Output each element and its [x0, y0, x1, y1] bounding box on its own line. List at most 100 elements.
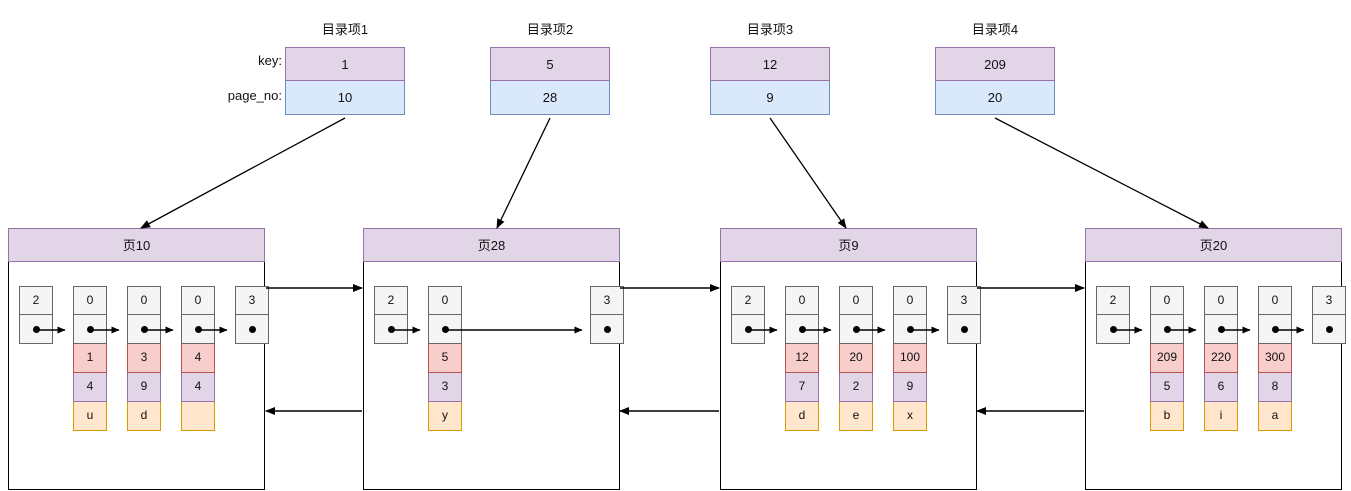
node-number: 0: [73, 286, 107, 315]
node-pointer: [893, 315, 927, 344]
record-field-a: 12: [785, 344, 819, 373]
record-field-b: 4: [73, 373, 107, 402]
pointer-dot: [248, 325, 256, 333]
pointer-dot: [852, 325, 860, 333]
record-field-b: 3: [428, 373, 462, 402]
slot-head: 2: [1096, 286, 1130, 344]
pointer-dot: [1325, 325, 1333, 333]
pointer-dot: [86, 325, 94, 333]
page-block-9-body: 2 0 12 7 d 0 20 2 e 0 100 9: [720, 262, 981, 490]
directory-entry-3[interactable]: 目录项3 12 9: [710, 22, 830, 115]
pointer-dot: [387, 325, 395, 333]
node-pointer: [73, 315, 107, 344]
page-block-28-title: 页28: [363, 228, 620, 262]
slot-tail: 3: [590, 286, 624, 344]
pointer-dot: [960, 325, 968, 333]
node-number: 0: [785, 286, 819, 315]
node-number: 2: [19, 286, 53, 315]
slot-tail: 3: [947, 286, 981, 344]
pointer-dot: [441, 325, 449, 333]
slot-head: 2: [731, 286, 765, 344]
page-block-9[interactable]: 页9 2 0 12 7 d 0 20 2 e 0: [720, 228, 981, 490]
arrow-dir3-to-page9: [769, 117, 847, 229]
slot-record-2: 0 3 9 d: [127, 286, 161, 431]
record-field-a: 1: [73, 344, 107, 373]
node-pointer: [127, 315, 161, 344]
record-field-a: 5: [428, 344, 462, 373]
arrow-dir4-to-page20: [994, 117, 1209, 229]
node-pointer: [374, 315, 408, 344]
pointer-dot: [1217, 325, 1225, 333]
page-block-28[interactable]: 页28 2 0 5 3 y 3: [363, 228, 624, 490]
record-field-c: d: [127, 402, 161, 431]
slot-record-1: 0 5 3 y: [428, 286, 462, 431]
record-field-c: [181, 402, 215, 431]
pointer-dot: [1163, 325, 1171, 333]
node-number: 2: [731, 286, 765, 315]
node-pointer: [428, 315, 462, 344]
arrow-dir2-to-page28: [496, 117, 551, 229]
node-pointer: [1150, 315, 1184, 344]
slot-record-1: 0 1 4 u: [73, 286, 107, 431]
directory-entry-4-key: 209: [935, 47, 1055, 81]
node-number: 3: [947, 286, 981, 315]
node-pointer: [839, 315, 873, 344]
slot-record-3: 0 4 4: [181, 286, 215, 431]
slot-record-3: 0 300 8 a: [1258, 286, 1292, 431]
directory-entry-4[interactable]: 目录项4 209 20: [935, 22, 1055, 115]
record-field-b: 2: [839, 373, 873, 402]
page-block-20-body: 2 0 209 5 b 0 220 6 i 0 300 8: [1085, 262, 1346, 490]
directory-entry-3-key: 12: [710, 47, 830, 81]
pointer-dot: [1109, 325, 1117, 333]
node-number: 0: [1150, 286, 1184, 315]
node-number: 2: [1096, 286, 1130, 315]
pointer-dot: [798, 325, 806, 333]
page-block-28-body: 2 0 5 3 y 3: [363, 262, 624, 490]
directory-entry-1-title: 目录项1: [321, 22, 369, 37]
node-pointer: [590, 315, 624, 344]
record-field-b: 9: [893, 373, 927, 402]
directory-entry-2[interactable]: 目录项2 5 28: [490, 22, 610, 115]
page-block-20-title: 页20: [1085, 228, 1342, 262]
arrow-dir1-to-page10: [140, 117, 346, 229]
directory-entry-3-title: 目录项3: [746, 22, 794, 37]
slot-record-3: 0 100 9 x: [893, 286, 927, 431]
node-number: 0: [127, 286, 161, 315]
page-block-10-title: 页10: [8, 228, 265, 262]
slot-record-2: 0 220 6 i: [1204, 286, 1238, 431]
pointer-dot: [603, 325, 611, 333]
record-field-b: 8: [1258, 373, 1292, 402]
page-block-20[interactable]: 页20 2 0 209 5 b 0 220 6 i 0: [1085, 228, 1346, 490]
directory-entry-1-key: 1: [285, 47, 405, 81]
slot-record-1: 0 209 5 b: [1150, 286, 1184, 431]
node-number: 0: [839, 286, 873, 315]
key-row-label: key:: [258, 53, 282, 68]
node-pointer: [19, 315, 53, 344]
record-field-a: 3: [127, 344, 161, 373]
node-number: 0: [1258, 286, 1292, 315]
node-number: 3: [235, 286, 269, 315]
record-field-c: y: [428, 402, 462, 431]
node-number: 0: [893, 286, 927, 315]
record-field-b: 4: [181, 373, 215, 402]
node-number: 0: [181, 286, 215, 315]
slot-head: 2: [19, 286, 53, 344]
directory-entry-1[interactable]: 目录项1 1 10: [285, 22, 405, 115]
pointer-dot: [140, 325, 148, 333]
record-field-c: e: [839, 402, 873, 431]
node-pointer: [235, 315, 269, 344]
record-field-c: i: [1204, 402, 1238, 431]
record-field-a: 4: [181, 344, 215, 373]
record-field-a: 220: [1204, 344, 1238, 373]
node-pointer: [947, 315, 981, 344]
record-field-a: 300: [1258, 344, 1292, 373]
node-pointer: [1312, 315, 1346, 344]
pointer-dot: [32, 325, 40, 333]
directory-entry-2-page-no: 28: [490, 81, 610, 115]
node-pointer: [731, 315, 765, 344]
page-block-10[interactable]: 页10 2 0 1 4 u 0 3 9 d 0: [8, 228, 269, 490]
node-pointer: [1096, 315, 1130, 344]
pointer-dot: [906, 325, 914, 333]
node-number: 3: [590, 286, 624, 315]
